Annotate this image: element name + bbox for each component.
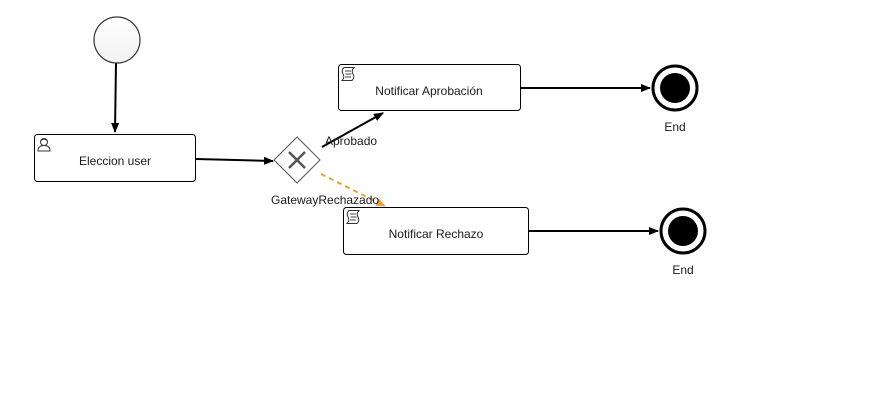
flow-label-aprobado: Aprobado [325, 134, 377, 148]
user-task-icon [37, 138, 51, 152]
sequence-flow-rechazado[interactable] [320, 173, 386, 207]
task-notificar-aprobacion[interactable]: Notificar Aprobación [338, 64, 521, 111]
task-eleccion-user[interactable]: Eleccion user [34, 134, 196, 182]
gateway-label: GatewayRechazado [271, 193, 379, 207]
end-event-label: End [672, 263, 693, 277]
sequence-flow-start-to-eleccion[interactable] [111, 62, 120, 133]
task-notificar-rechazo[interactable]: Notificar Rechazo [343, 207, 529, 255]
sequence-flow-aprobado[interactable] [321, 112, 384, 148]
task-eleccion-label: Eleccion user [79, 154, 151, 168]
end-event-aprobacion[interactable] [651, 64, 699, 112]
gateway-x-icon [288, 151, 306, 169]
start-event[interactable] [93, 16, 141, 64]
task-rechazo-label: Notificar Rechazo [389, 227, 484, 241]
task-aprobacion-label: Notificar Aprobación [375, 84, 482, 98]
script-task-icon [340, 67, 356, 81]
end-event-rechazo[interactable] [659, 207, 707, 255]
exclusive-gateway[interactable] [273, 136, 321, 184]
end-event-label: End [664, 120, 685, 134]
script-task-icon [345, 210, 361, 224]
sequence-flow-eleccion-to-gateway[interactable] [195, 156, 274, 165]
